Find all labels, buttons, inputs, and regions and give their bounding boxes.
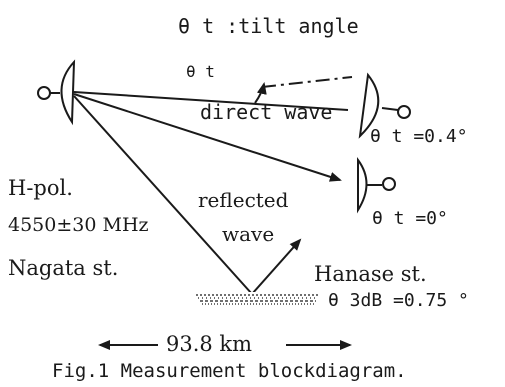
tx-station-label: Nagata st. [8, 256, 119, 280]
frequency-label: 4550±30 MHz [8, 214, 149, 236]
rx-upper-antenna-dish [358, 72, 380, 139]
direct-wave-line [73, 91, 349, 111]
tilt-axis-line [261, 76, 353, 88]
reflected-label: reflected [198, 188, 289, 212]
direct-wave-label: direct wave [200, 100, 333, 124]
incident-wave-line [73, 95, 253, 295]
tilt-upper-value: θ t =0.4° [370, 126, 468, 147]
rx-lower-antenna-dish [357, 156, 368, 214]
tilt-angle-label: θ t :tilt angle [178, 14, 359, 38]
tilt-arc [254, 82, 267, 104]
polarization-label: H-pol. [8, 176, 73, 200]
beamwidth-label: θ 3dB =0.75 ° [328, 290, 469, 311]
figure-caption: Fig.1 Measurement blockdiagram. [52, 360, 407, 382]
tx-antenna-feed-end [37, 86, 51, 100]
rx-upper-antenna-feed-end [397, 105, 411, 119]
ground-surface [196, 292, 320, 305]
distance-label: 93.8 km [166, 332, 253, 356]
rx-upper-antenna-feed [381, 107, 399, 111]
wave-label: wave [222, 222, 275, 246]
tilt-symbol-label: θ t [186, 62, 215, 81]
rx-station-label: Hanase st. [314, 262, 427, 286]
reflected-wave-line [251, 238, 302, 295]
rx-lower-antenna-feed-end [382, 177, 396, 191]
lower-path-line [73, 93, 342, 182]
tx-antenna-dish [60, 59, 76, 126]
tilt-lower-value: θ t =0° [372, 208, 448, 229]
